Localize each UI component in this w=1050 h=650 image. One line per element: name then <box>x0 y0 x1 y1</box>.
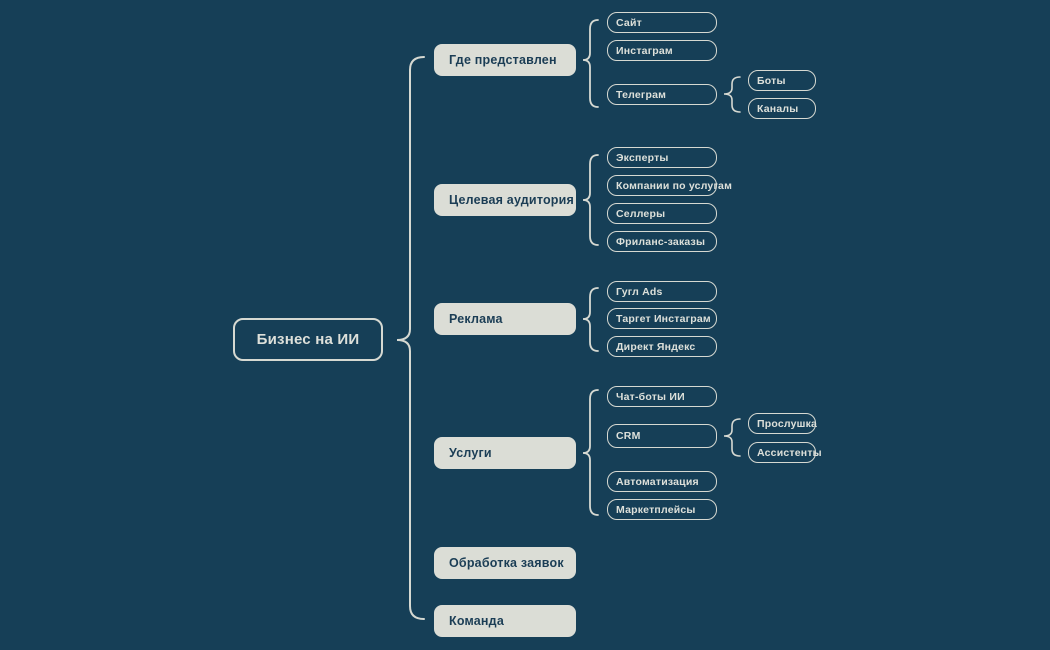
topic-assistants[interactable]: Ассистенты <box>748 442 822 463</box>
topic-yandex-direct[interactable]: Директ Яндекс <box>607 336 717 357</box>
topic-freelance-orders[interactable]: Фриланс-заказы <box>607 231 717 252</box>
brace-root <box>396 56 425 620</box>
topic-lead-processing[interactable]: Обработка заявок <box>434 547 576 579</box>
brace-telegram <box>723 76 741 113</box>
topic-channels[interactable]: Каналы <box>748 98 816 119</box>
topic-experts[interactable]: Эксперты <box>607 147 717 168</box>
topic-service-companies[interactable]: Компании по услугам <box>607 175 732 196</box>
topic-business-on-ai[interactable]: Бизнес на ИИ <box>233 318 383 361</box>
topic-sellers[interactable]: Селлеры <box>607 203 717 224</box>
topic-crm[interactable]: CRM <box>607 424 717 448</box>
brace-crm <box>723 418 741 457</box>
brace-services <box>582 389 599 516</box>
brace-advertising <box>582 287 599 352</box>
topic-target-audience[interactable]: Целевая аудитория <box>434 184 576 216</box>
topic-where-presented[interactable]: Где представлен <box>434 44 576 76</box>
brace-target-audience <box>582 154 599 246</box>
topic-instagram[interactable]: Инстаграм <box>607 40 717 61</box>
topic-google-ads[interactable]: Гугл Ads <box>607 281 717 302</box>
topic-advertising[interactable]: Реклама <box>434 303 576 335</box>
topic-instagram-targeting[interactable]: Таргет Инстаграм <box>607 308 717 329</box>
topic-call-monitoring[interactable]: Прослушка <box>748 413 817 434</box>
topic-team[interactable]: Команда <box>434 605 576 637</box>
topic-marketplaces[interactable]: Маркетплейсы <box>607 499 717 520</box>
topic-bots[interactable]: Боты <box>748 70 816 91</box>
topic-site[interactable]: Сайт <box>607 12 717 33</box>
topic-telegram[interactable]: Телеграм <box>607 84 717 105</box>
topic-ai-chatbots[interactable]: Чат-боты ИИ <box>607 386 717 407</box>
topic-automation[interactable]: Автоматизация <box>607 471 717 492</box>
brace-where-presented <box>582 19 599 108</box>
topic-services[interactable]: Услуги <box>434 437 576 469</box>
